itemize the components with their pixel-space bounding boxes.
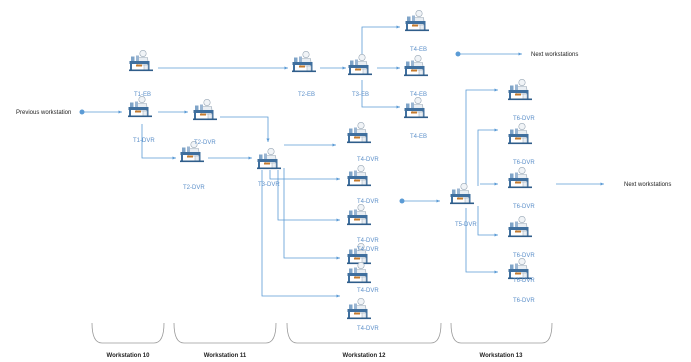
bracket-workstation-10: [91, 322, 165, 344]
station-label-t4d2: T4-DVR: [357, 199, 379, 205]
worker-icon: [404, 9, 430, 32]
station-label-t4d4: T4-DVR: [357, 247, 379, 253]
workstation-label-12: Workstation 12: [343, 353, 387, 359]
station-label-t6d6: T6-DVR: [513, 298, 535, 304]
worker-icon: [507, 257, 533, 280]
flow-t5dvr-to-t6d1: [465, 88, 498, 186]
bracket-workstation-13: [450, 322, 553, 344]
bracket-workstation-12: [286, 322, 442, 344]
station-icons: [127, 9, 533, 320]
flow-t5dvr-to-t6d4: [477, 206, 498, 237]
station-label-t4d3: T4-DVR: [357, 238, 379, 244]
workstation-label-11: Workstation 11: [204, 353, 247, 359]
worker-icon: [346, 121, 372, 144]
flow-annotations: Previous workstation Next workstations N…: [16, 52, 671, 188]
station-label-t4d5: T4-DVR: [357, 288, 379, 294]
station-label-t1dvr: T1-DVR: [133, 138, 155, 144]
station-label-t2dvrb: T2-DVR: [183, 185, 205, 191]
connector-dots: [79, 51, 461, 204]
station-label-t2dvra: T2-DVR: [194, 140, 216, 146]
worker-icon: [403, 54, 429, 77]
flow-lines: [82, 25, 604, 298]
worker-icon: [507, 78, 533, 101]
worker-icon: [507, 166, 533, 189]
next-workstations-right-label: Next workstations: [624, 182, 671, 188]
station-label-t4eb1: T4-EB: [410, 47, 427, 53]
flow-t3eb-to-t4eb3: [361, 80, 400, 109]
flow-t3dvr-to-t4d3: [277, 170, 340, 222]
dot-ws12-out: [399, 198, 405, 204]
flow-t3eb-to-t4eb1: [361, 25, 400, 58]
station-label-t6d1: T6-DVR: [513, 116, 535, 122]
station-label-t6d4: T6-DVR: [513, 253, 535, 259]
worker-icon: [256, 147, 282, 170]
station-label-t6d3: T6-DVR: [513, 204, 535, 210]
worker-icon: [346, 297, 372, 320]
flow-t3dvr-to-t4d2: [269, 170, 340, 181]
worker-icon: [192, 98, 218, 121]
worker-icon: [507, 215, 533, 238]
flow-t1dvr-to-t2dvrb: [141, 124, 176, 160]
flow-t3dvr-to-t4d5: [261, 170, 340, 298]
flow-t5dvr-to-t6d2: [477, 128, 498, 186]
worker-icon: [291, 50, 317, 73]
station-label-t2eb: T2-EB: [298, 92, 315, 98]
worker-icon: [128, 49, 154, 72]
worker-icon: [346, 261, 372, 284]
station-label-t5dvr: T5-DVR: [455, 222, 477, 228]
flow-t2dvra-to-t3dvr: [220, 116, 270, 142]
station-label-t6d2: T6-DVR: [513, 160, 535, 166]
worker-icon: [507, 122, 533, 145]
station-label-t3eb: T3-EB: [352, 92, 369, 98]
dot-next-top: [455, 51, 461, 57]
station-label-t3dvr: T3-DVR: [258, 182, 280, 188]
station-label-t4d1: T4-DVR: [357, 157, 379, 163]
worker-icon: [346, 164, 372, 187]
workstation-label-13: Workstation 13: [480, 353, 524, 359]
workstation-brackets: [91, 322, 553, 344]
station-label-t4d6: T4-DVR: [357, 326, 379, 332]
workstation-labels: Workstation 10 Workstation 11 Workstatio…: [107, 353, 524, 359]
worker-icon: [347, 53, 373, 76]
worker-icon: [449, 182, 475, 205]
station-label-t1eb: T1-EB: [134, 92, 151, 98]
workstation-label-10: Workstation 10: [107, 353, 151, 359]
previous-workstation-label: Previous workstation: [16, 110, 71, 116]
worker-icon: [127, 95, 153, 118]
station-label-t4eb3: T4-EB: [410, 134, 427, 140]
flow-t5dvr-to-t6d5: [465, 208, 498, 274]
station-label-t6d5: T6-DVR: [513, 278, 535, 284]
worker-icon: [346, 203, 372, 226]
next-workstations-top-label: Next workstations: [531, 52, 578, 58]
bracket-workstation-11: [173, 322, 277, 344]
dot-previous: [79, 109, 85, 115]
worker-icon: [403, 96, 429, 119]
station-label-t4eb2: T4-EB: [410, 92, 427, 98]
station-labels: T1-EB T1-DVR T2-DVR T2-DVR T2-EB T3-DVR …: [133, 47, 535, 332]
flow-t3dvr-to-t4d4: [283, 168, 340, 260]
